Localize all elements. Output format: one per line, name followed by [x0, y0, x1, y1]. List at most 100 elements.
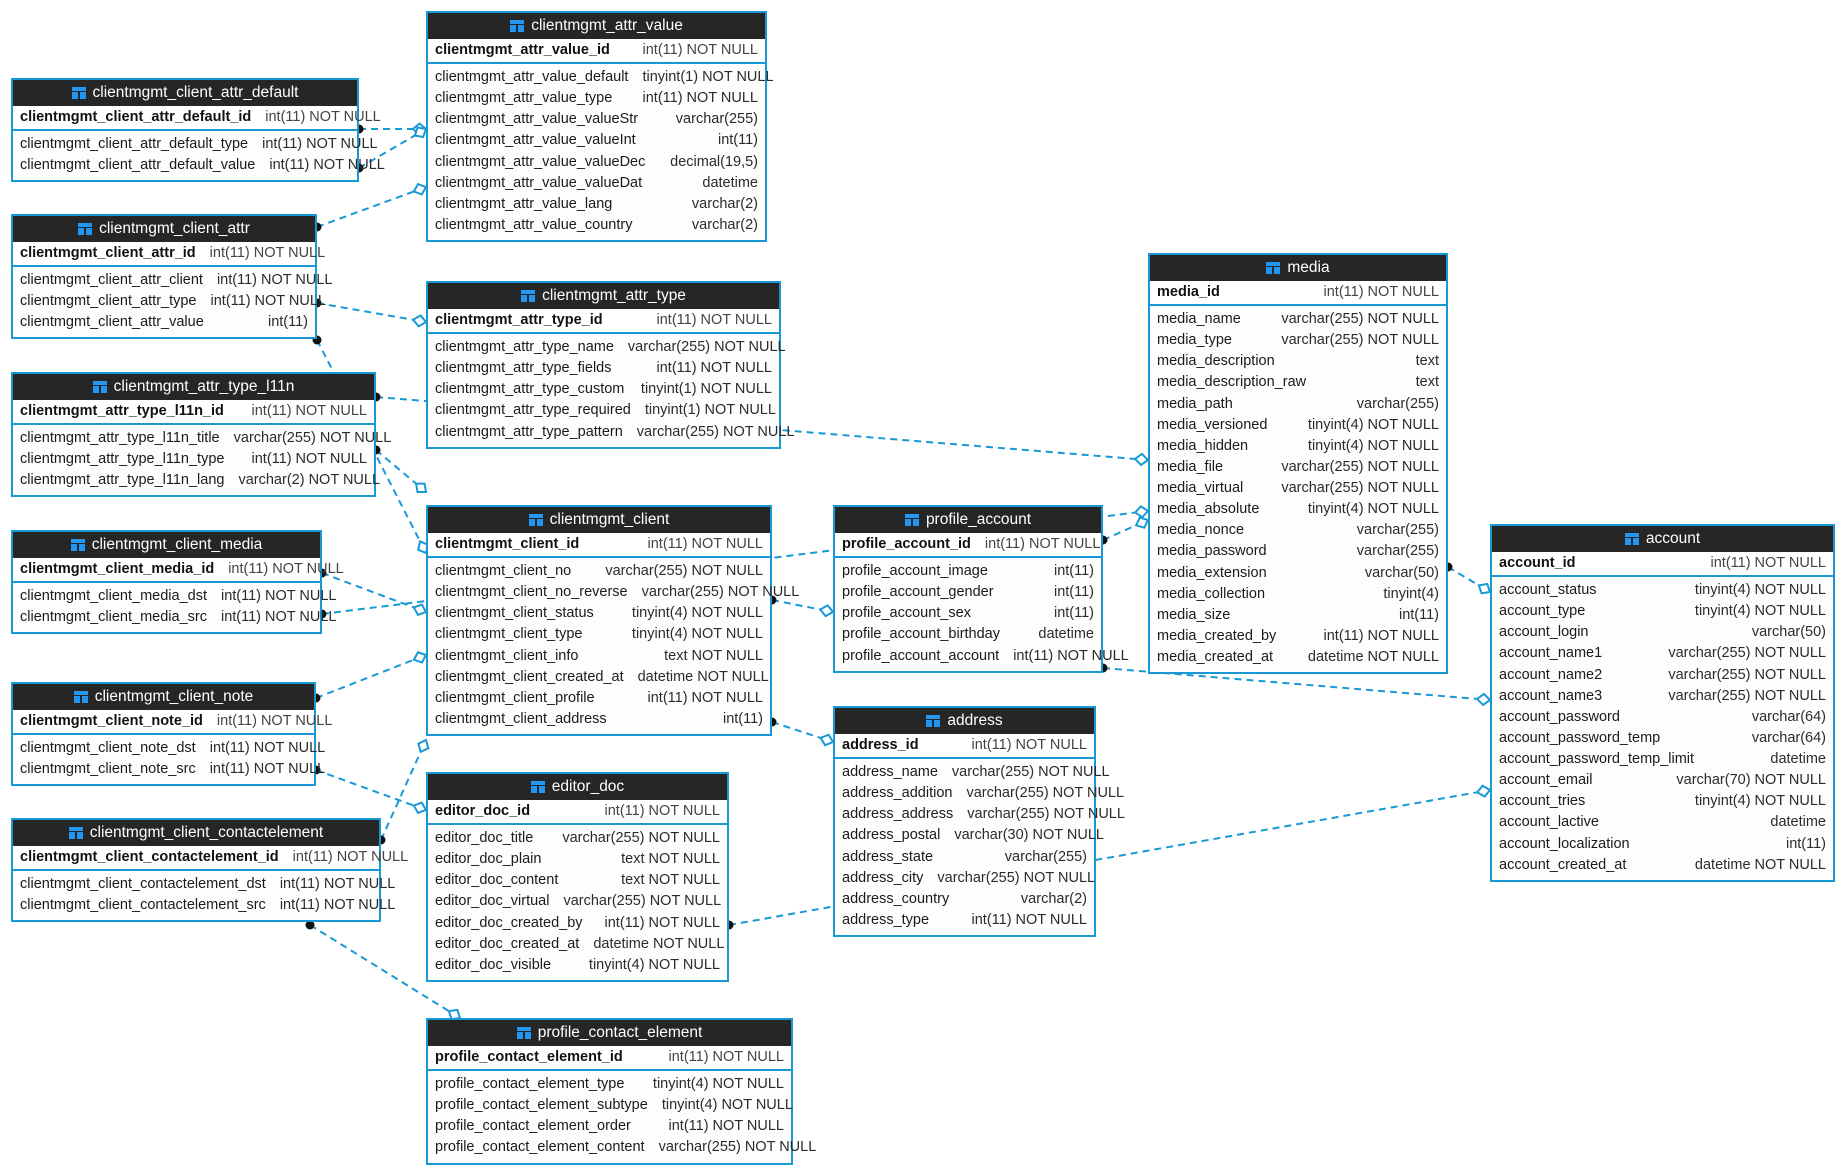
primary-key-row[interactable]: profile_account_idint(11) NOT NULL	[835, 533, 1101, 559]
field-row[interactable]: editor_doc_titlevarchar(255) NOT NULL	[428, 828, 727, 849]
field-row[interactable]: media_sizeint(11)	[1150, 605, 1446, 626]
field-row[interactable]: profile_contact_element_subtypetinyint(4…	[428, 1095, 793, 1116]
primary-key-row[interactable]: media_idint(11) NOT NULL	[1150, 281, 1446, 307]
primary-key-row[interactable]: clientmgmt_attr_type_idint(11) NOT NULL	[428, 309, 779, 335]
field-row[interactable]: editor_doc_virtualvarchar(255) NOT NULL	[428, 891, 727, 912]
field-row[interactable]: editor_doc_plaintext NOT NULL	[428, 849, 727, 870]
field-row[interactable]: clientmgmt_attr_value_defaulttinyint(1) …	[428, 67, 774, 88]
field-row[interactable]: media_descriptiontext	[1150, 351, 1446, 372]
field-row[interactable]: account_typetinyint(4) NOT NULL	[1492, 601, 1833, 622]
entity-clientmgmt_client_media[interactable]: clientmgmt_client_mediaclientmgmt_client…	[11, 530, 344, 635]
field-row[interactable]: profile_account_accountint(11) NOT NULL	[835, 646, 1129, 667]
entity-clientmgmt_client_note[interactable]: clientmgmt_client_noteclientmgmt_client_…	[11, 682, 332, 787]
entity-clientmgmt_attr_type[interactable]: clientmgmt_attr_typeclientmgmt_attr_type…	[426, 281, 794, 449]
field-row[interactable]: account_name2varchar(255) NOT NULL	[1492, 665, 1833, 686]
field-row[interactable]: media_description_rawtext	[1150, 372, 1446, 393]
field-row[interactable]: clientmgmt_client_created_atdatetime NOT…	[428, 667, 770, 688]
entity-clientmgmt_attr_type_l11n[interactable]: clientmgmt_attr_type_l11nclientmgmt_attr…	[11, 372, 391, 498]
entity-address[interactable]: addressaddress_idint(11) NOT NULLaddress…	[833, 706, 1125, 938]
entity-clientmgmt_client_attr[interactable]: clientmgmt_client_attrclientmgmt_client_…	[11, 214, 332, 340]
primary-key-row[interactable]: clientmgmt_client_attr_idint(11) NOT NUL…	[13, 242, 325, 268]
entity-profile_contact_element[interactable]: profile_contact_elementprofile_contact_e…	[426, 1018, 816, 1165]
field-row[interactable]: clientmgmt_client_note_dstint(11) NOT NU…	[13, 738, 325, 759]
field-row[interactable]: media_extensionvarchar(50)	[1150, 563, 1446, 584]
field-row[interactable]: clientmgmt_client_typetinyint(4) NOT NUL…	[428, 624, 770, 645]
field-row[interactable]: clientmgmt_attr_type_l11n_typeint(11) NO…	[13, 449, 374, 470]
field-row[interactable]: account_triestinyint(4) NOT NULL	[1492, 791, 1833, 812]
field-row[interactable]: clientmgmt_client_statustinyint(4) NOT N…	[428, 603, 770, 624]
field-row[interactable]: clientmgmt_client_no_reversevarchar(255)…	[428, 582, 799, 603]
field-row[interactable]: clientmgmt_client_profileint(11) NOT NUL…	[428, 688, 770, 709]
field-row[interactable]: clientmgmt_client_media_dstint(11) NOT N…	[13, 586, 336, 607]
entity-clientmgmt_client_contactelement[interactable]: clientmgmt_client_contactelementclientmg…	[11, 818, 408, 923]
field-row[interactable]: clientmgmt_client_addressint(11)	[428, 709, 770, 730]
field-row[interactable]: media_versionedtinyint(4) NOT NULL	[1150, 415, 1446, 436]
field-row[interactable]: address_addressvarchar(255) NOT NULL	[835, 804, 1125, 825]
entity-clientmgmt_client[interactable]: clientmgmt_clientclientmgmt_client_idint…	[426, 505, 799, 737]
entity-clientmgmt_attr_value[interactable]: clientmgmt_attr_valueclientmgmt_attr_val…	[426, 11, 774, 243]
field-row[interactable]: address_cityvarchar(255) NOT NULL	[835, 868, 1095, 889]
field-row[interactable]: clientmgmt_client_media_srcint(11) NOT N…	[13, 607, 336, 628]
primary-key-row[interactable]: account_idint(11) NOT NULL	[1492, 552, 1833, 578]
primary-key-row[interactable]: clientmgmt_client_media_idint(11) NOT NU…	[13, 558, 344, 584]
field-row[interactable]: address_postalvarchar(30) NOT NULL	[835, 825, 1104, 846]
primary-key-row[interactable]: clientmgmt_attr_type_l11n_idint(11) NOT …	[13, 400, 374, 426]
field-row[interactable]: address_statevarchar(255)	[835, 847, 1094, 868]
field-row[interactable]: clientmgmt_attr_value_typeint(11) NOT NU…	[428, 88, 765, 109]
field-row[interactable]: address_typeint(11) NOT NULL	[835, 910, 1094, 931]
field-row[interactable]: media_hiddentinyint(4) NOT NULL	[1150, 436, 1446, 457]
primary-key-row[interactable]: clientmgmt_client_note_idint(11) NOT NUL…	[13, 710, 332, 736]
primary-key-row[interactable]: clientmgmt_client_idint(11) NOT NULL	[428, 533, 770, 559]
field-row[interactable]: media_collectiontinyint(4)	[1150, 584, 1446, 605]
field-row[interactable]: clientmgmt_client_attr_clientint(11) NOT…	[13, 270, 332, 291]
field-row[interactable]: media_created_atdatetime NOT NULL	[1150, 647, 1446, 668]
field-row[interactable]: clientmgmt_attr_value_valueIntint(11)	[428, 130, 765, 151]
field-row[interactable]: account_created_atdatetime NOT NULL	[1492, 855, 1833, 876]
field-row[interactable]: clientmgmt_client_contactelement_srcint(…	[13, 895, 395, 916]
field-row[interactable]: clientmgmt_attr_type_fieldsint(11) NOT N…	[428, 358, 779, 379]
field-row[interactable]: media_passwordvarchar(255)	[1150, 541, 1446, 562]
entity-account[interactable]: accountaccount_idint(11) NOT NULLaccount…	[1490, 524, 1835, 882]
field-row[interactable]: editor_doc_created_atdatetime NOT NULL	[428, 934, 727, 955]
field-row[interactable]: clientmgmt_attr_type_l11n_titlevarchar(2…	[13, 428, 391, 449]
field-row[interactable]: clientmgmt_client_attr_default_valueint(…	[13, 155, 385, 176]
entity-clientmgmt_client_attr_default[interactable]: clientmgmt_client_attr_defaultclientmgmt…	[11, 78, 385, 183]
field-row[interactable]: clientmgmt_attr_value_langvarchar(2)	[428, 194, 765, 215]
field-row[interactable]: media_filevarchar(255) NOT NULL	[1150, 457, 1446, 478]
field-row[interactable]: clientmgmt_attr_value_countryvarchar(2)	[428, 215, 765, 236]
field-row[interactable]: clientmgmt_attr_type_customtinyint(1) NO…	[428, 379, 779, 400]
field-row[interactable]: clientmgmt_attr_type_l11n_langvarchar(2)…	[13, 470, 380, 491]
field-row[interactable]: clientmgmt_attr_type_patternvarchar(255)…	[428, 422, 794, 443]
field-row[interactable]: media_absolutetinyint(4) NOT NULL	[1150, 499, 1446, 520]
field-row[interactable]: clientmgmt_attr_type_namevarchar(255) NO…	[428, 337, 786, 358]
field-row[interactable]: clientmgmt_client_attr_typeint(11) NOT N…	[13, 291, 326, 312]
field-row[interactable]: account_emailvarchar(70) NOT NULL	[1492, 770, 1833, 791]
field-row[interactable]: profile_account_birthdaydatetime	[835, 624, 1101, 645]
field-row[interactable]: media_created_byint(11) NOT NULL	[1150, 626, 1446, 647]
field-row[interactable]: editor_doc_created_byint(11) NOT NULL	[428, 913, 727, 934]
field-row[interactable]: clientmgmt_client_contactelement_dstint(…	[13, 874, 395, 895]
field-row[interactable]: clientmgmt_client_attr_default_typeint(1…	[13, 134, 378, 155]
field-row[interactable]: clientmgmt_attr_value_valueDatdatetime	[428, 173, 765, 194]
field-row[interactable]: profile_account_imageint(11)	[835, 561, 1101, 582]
field-row[interactable]: clientmgmt_client_novarchar(255) NOT NUL…	[428, 561, 770, 582]
field-row[interactable]: media_virtualvarchar(255) NOT NULL	[1150, 478, 1446, 499]
field-row[interactable]: profile_account_sexint(11)	[835, 603, 1101, 624]
field-row[interactable]: media_noncevarchar(255)	[1150, 520, 1446, 541]
field-row[interactable]: editor_doc_contenttext NOT NULL	[428, 870, 727, 891]
field-row[interactable]: account_password_temp_limitdatetime	[1492, 749, 1833, 770]
field-row[interactable]: media_namevarchar(255) NOT NULL	[1150, 309, 1446, 330]
entity-editor_doc[interactable]: editor_doceditor_doc_idint(11) NOT NULLe…	[426, 772, 729, 982]
primary-key-row[interactable]: clientmgmt_client_attr_default_idint(11)…	[13, 106, 381, 132]
primary-key-row[interactable]: editor_doc_idint(11) NOT NULL	[428, 800, 727, 826]
field-row[interactable]: address_namevarchar(255) NOT NULL	[835, 762, 1110, 783]
field-row[interactable]: profile_contact_element_contentvarchar(2…	[428, 1137, 816, 1158]
field-row[interactable]: clientmgmt_attr_value_valueDecdecimal(19…	[428, 152, 765, 173]
field-row[interactable]: account_statustinyint(4) NOT NULL	[1492, 580, 1833, 601]
field-row[interactable]: account_passwordvarchar(64)	[1492, 707, 1833, 728]
field-row[interactable]: clientmgmt_client_attr_valueint(11)	[13, 312, 315, 333]
field-row[interactable]: account_loginvarchar(50)	[1492, 622, 1833, 643]
field-row[interactable]: account_name3varchar(255) NOT NULL	[1492, 686, 1833, 707]
field-row[interactable]: address_additionvarchar(255) NOT NULL	[835, 783, 1124, 804]
field-row[interactable]: profile_contact_element_typetinyint(4) N…	[428, 1074, 791, 1095]
